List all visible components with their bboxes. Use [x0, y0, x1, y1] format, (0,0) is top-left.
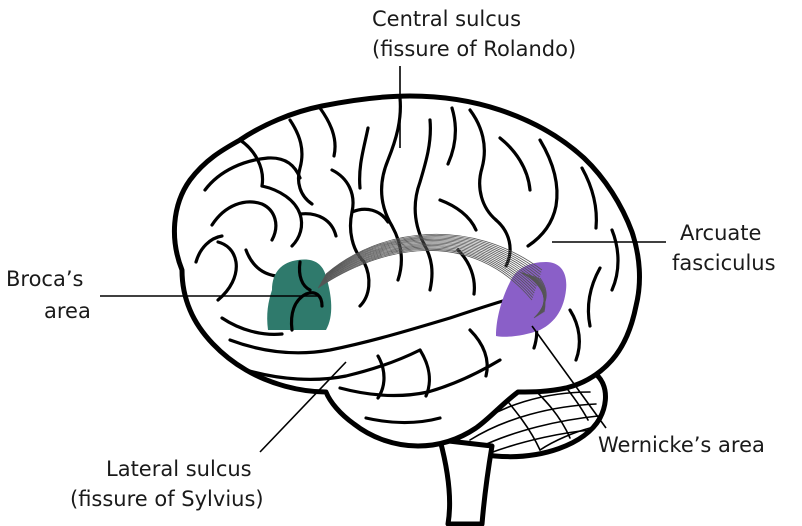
broca-sublabel: area	[44, 299, 91, 323]
arcuate-fibre	[322, 240, 539, 282]
arcuate-fibre	[324, 236, 541, 277]
arcuate-fibre	[320, 245, 536, 292]
brainstem	[437, 437, 495, 526]
arcuate-fibre	[325, 235, 542, 276]
cerebrum-outline	[171, 93, 642, 449]
wernicke-fibre	[533, 277, 547, 319]
arcuate-fibre	[318, 248, 534, 298]
broca-area	[267, 259, 332, 330]
arcuate-fibre	[323, 239, 540, 280]
arcuate-label: Arcuate	[680, 221, 761, 245]
arcuate-fasciculus-tract	[317, 233, 543, 301]
wernicke-fibre-fan	[519, 271, 547, 319]
lateral-sulcus-sublabel: (fissure of Sylvius)	[70, 487, 264, 511]
broca-label: Broca’s	[6, 267, 83, 291]
arcuate-fibre	[323, 237, 540, 278]
central-sulcus-label: Central sulcus	[372, 7, 521, 31]
wernicke-label: Wernicke’s area	[598, 433, 765, 457]
wernicke-leader	[531, 325, 607, 429]
arcuate-fibre	[322, 241, 538, 285]
arcuate-fibre	[319, 246, 535, 294]
arcuate-fibre	[325, 233, 543, 275]
lateral-sulcus-label: Lateral sulcus	[106, 457, 252, 481]
arcuate-fibre	[317, 250, 533, 301]
arcuate-sublabel: fasciculus	[672, 251, 776, 275]
arcuate-fibre	[319, 247, 534, 296]
arcuate-fibre	[320, 243, 537, 289]
arcuate-fibre	[321, 242, 537, 287]
central-sulcus-sublabel: (fissure of Rolando)	[372, 37, 576, 61]
lateral-sulcus-leader	[259, 361, 347, 453]
